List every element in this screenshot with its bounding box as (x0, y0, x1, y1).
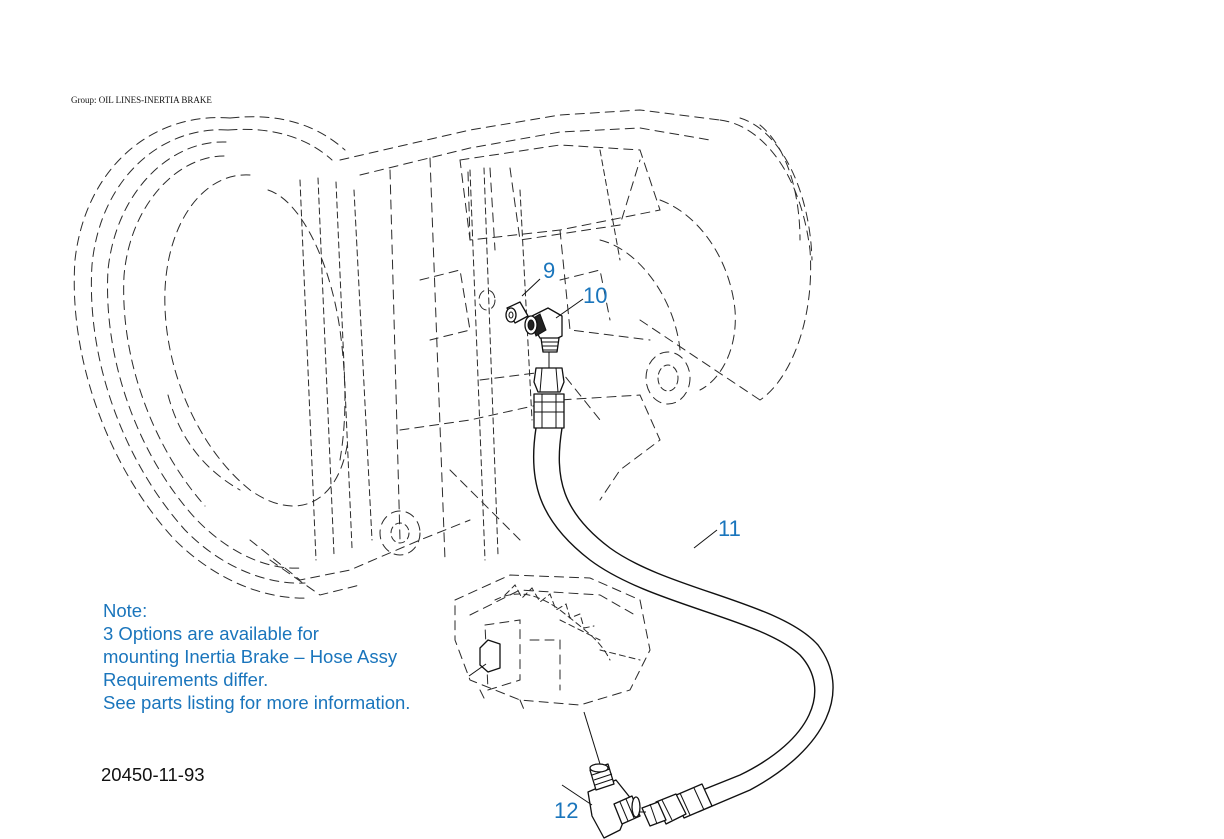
note-line: mounting Inertia Brake – Hose Assy (103, 646, 398, 667)
note-heading: Note: (103, 600, 148, 621)
note-line: Requirements differ. (103, 669, 269, 690)
note-block: Note: 3 Options are available for mounti… (103, 599, 410, 714)
callout-10: 10 (583, 283, 608, 308)
part-10-elbow (524, 307, 563, 368)
note-line: See parts listing for more information. (103, 692, 411, 713)
part-11-hose-assembly (532, 367, 834, 827)
callout-11: 11 (718, 516, 741, 541)
inertia-brake-phantom (454, 574, 651, 713)
part-9-fitting (505, 301, 529, 324)
callout-leaders (468, 278, 718, 806)
part-12-elbow (583, 711, 646, 839)
figure-id: 20450-11-93 (101, 764, 205, 785)
note-line: 3 Options are available for (103, 623, 319, 644)
transmission-phantom-outline (73, 109, 813, 599)
group-title: Group: OIL LINES-INERTIA BRAKE (71, 95, 212, 105)
callout-12: 12 (554, 798, 579, 823)
callout-9: 9 (543, 258, 556, 283)
